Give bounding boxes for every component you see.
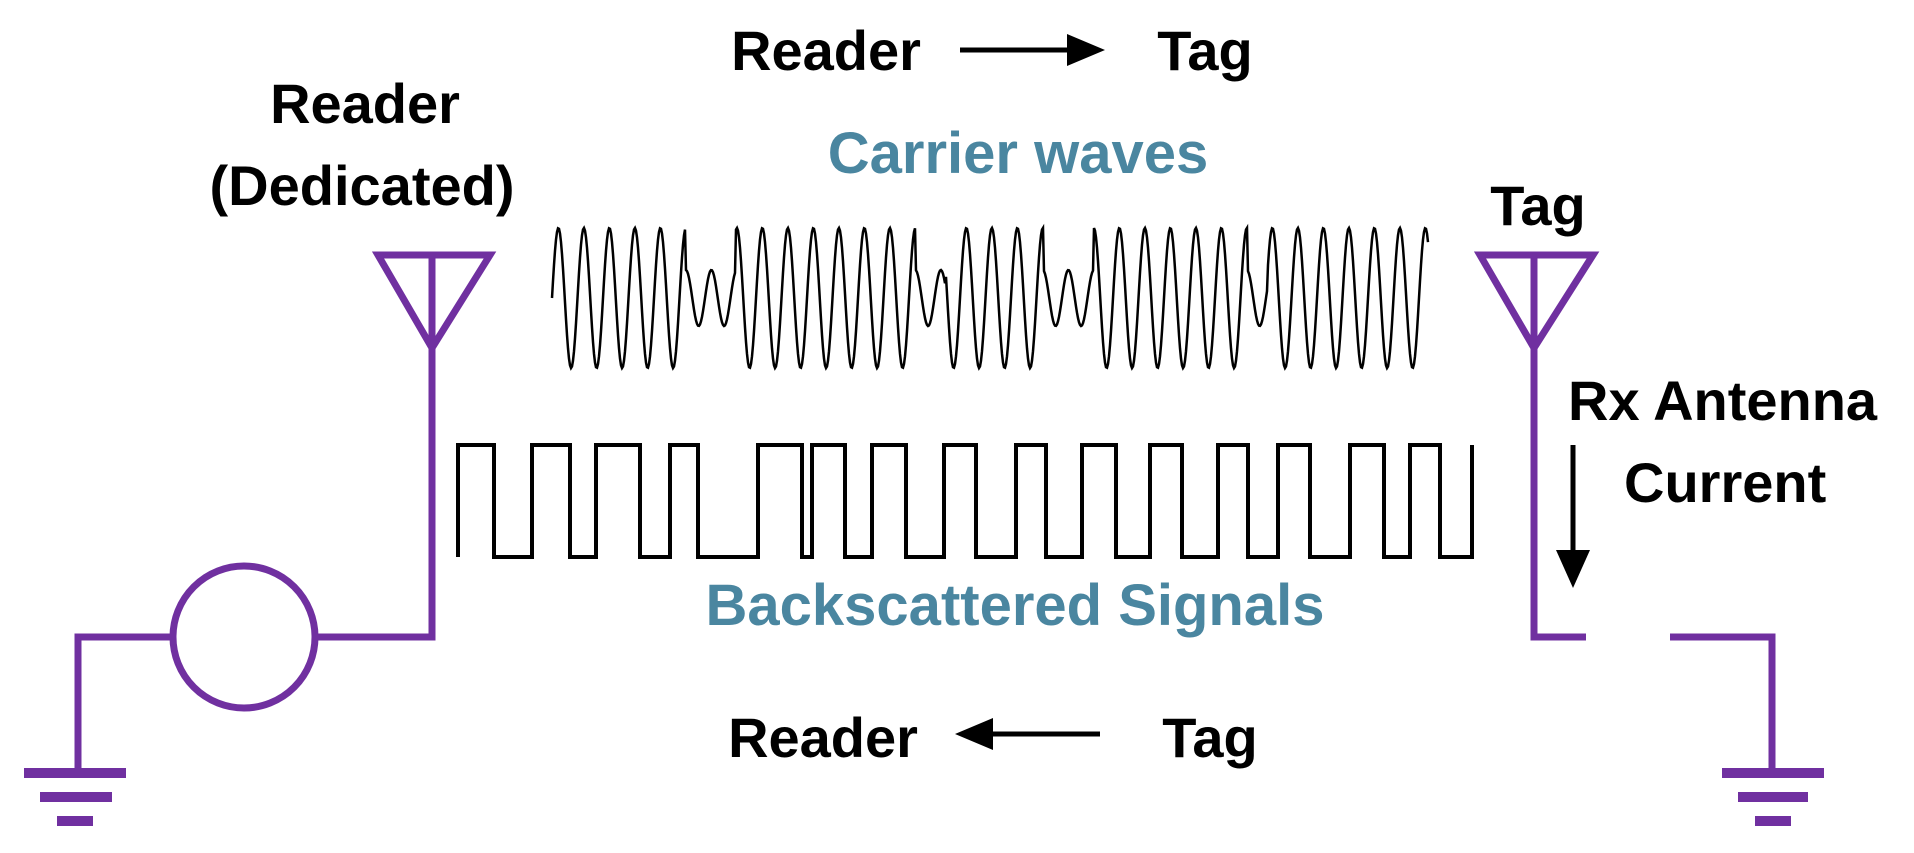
reader-dedicated-label: (Dedicated) xyxy=(210,154,515,217)
carrier-wave xyxy=(550,223,1430,371)
tag-label: Tag xyxy=(1490,174,1585,237)
reader-label: Reader xyxy=(270,72,460,135)
reader-ground-line xyxy=(74,633,173,771)
reader-circuit xyxy=(24,251,497,826)
tag-ground-icon xyxy=(1722,768,1824,826)
right-arrow-icon xyxy=(960,34,1105,66)
carrier-waves-label: Carrier waves xyxy=(828,121,1208,186)
reader-ground-icon xyxy=(24,768,126,826)
bottom-reader-label: Reader xyxy=(728,706,918,769)
tag-ground-line xyxy=(1670,633,1776,771)
top-reader-label: Reader xyxy=(731,19,921,82)
signal-source-icon xyxy=(169,562,319,712)
tag-antenna-icon xyxy=(1473,251,1600,355)
backscattered-signals-label: Backscattered Signals xyxy=(706,573,1325,638)
tag-circuit xyxy=(1473,251,1824,826)
backscattered-square-wave xyxy=(456,443,1474,559)
rx-antenna-label: Rx Antenna xyxy=(1568,369,1878,432)
down-arrow-icon xyxy=(1556,445,1590,588)
current-label: Current xyxy=(1624,451,1826,514)
top-tag-label: Tag xyxy=(1157,19,1252,82)
reader-feed-line xyxy=(315,348,436,641)
tag-feed-line xyxy=(1530,348,1586,641)
left-arrow-icon xyxy=(955,718,1100,750)
reader-antenna-icon xyxy=(371,251,497,355)
bottom-tag-label: Tag xyxy=(1162,706,1257,769)
